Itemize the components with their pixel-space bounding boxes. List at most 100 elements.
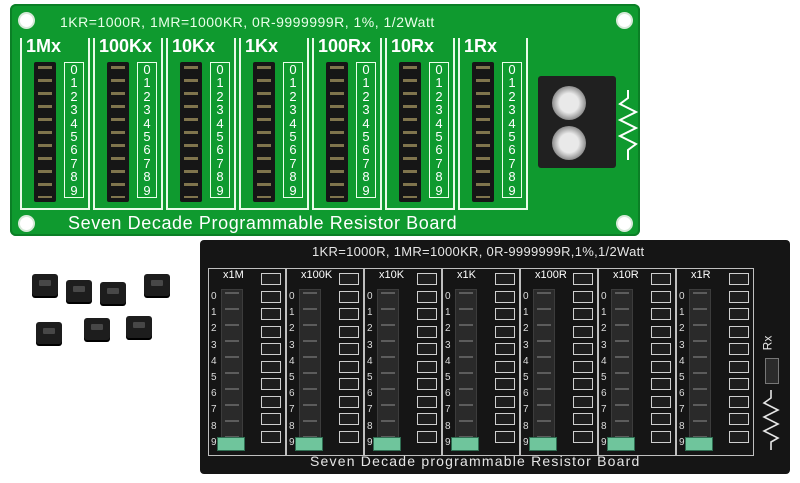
digit-label: 2 [523,323,529,335]
digit-label: 9 [289,436,295,448]
digit-label: 7 [216,155,224,171]
smd-resistor-icon [651,395,671,408]
pin-header-icon [689,289,711,441]
smd-resistor-icon [573,413,593,425]
digit-label: 4 [216,115,224,131]
black-decade-label: x1R [691,269,711,281]
digit-label: 9 [435,182,443,198]
smd-resistor-icon [339,308,359,320]
digit-label: 3 [143,102,151,118]
smd-resistor-icon [261,413,281,425]
digit-label: 4 [601,355,607,367]
green-decade-label: 10Kx [172,36,216,56]
digit-label: 0 [70,62,78,77]
smd-resistor-icon [495,273,515,285]
digit-label: 7 [445,404,451,416]
jumper-caps [26,268,182,368]
smd-resistor-icon [339,290,359,303]
digit-label: 2 [70,88,78,104]
green-decade-label: 100Kx [99,36,153,56]
green-resistor-board: 1KR=1000R, 1MR=1000KR, 0R-9999999R, 1%, … [10,4,640,236]
digit-label: 7 [362,155,370,171]
digit-label: 3 [445,339,451,351]
digit-label: 9 [289,182,297,198]
smd-resistor-icon [339,360,359,373]
digit-label: 3 [289,102,297,118]
green-decade-label: 10Rx [391,36,435,56]
mount-hole-icon [616,12,633,29]
smd-resistor-icon [573,360,593,373]
digit-label: 5 [211,372,217,384]
jumper-cap-icon [36,322,62,344]
digit-label: 8 [367,420,373,432]
mount-hole-icon [18,215,35,232]
digit-label: 4 [523,355,529,367]
smd-resistor-icon [651,413,671,425]
digit-label: 0 [435,62,443,77]
digit-label: 6 [679,388,685,400]
digit-label: 3 [70,102,78,118]
smd-resistor-icon [729,290,749,303]
digit-label: 0 [508,62,516,77]
digit-label: 1 [679,307,685,319]
digit-label: 8 [679,420,685,432]
black-board-spec: 1KR=1000R, 1MR=1000KR, 0R-9999999R,1%,1/… [312,244,645,259]
digit-label: 1 [508,75,516,91]
digit-label: 0 [216,62,224,77]
digit-label: 6 [362,142,370,158]
digit-label: 4 [435,115,443,131]
green-board-spec: 1KR=1000R, 1MR=1000KR, 0R-9999999R, 1%, … [60,14,435,30]
digit-label: 9 [362,182,370,198]
digit-label: 1 [435,75,443,91]
digit-label: 8 [508,169,516,185]
black-resistor-board: 1KR=1000R, 1MR=1000KR, 0R-9999999R,1%,1/… [200,240,790,474]
mount-hole-icon [616,215,633,232]
green-decade-label: 1Kx [245,36,279,56]
smd-resistor-icon [417,290,437,303]
digit-label: 8 [289,420,295,432]
smd-resistor-icon [651,360,671,373]
smd-resistor-icon [261,290,281,303]
rx-header-icon [765,358,779,384]
jumper-cap-icon [685,437,713,451]
digit-label: 9 [211,436,217,448]
smd-resistor-icon [573,290,593,303]
digit-label: 4 [143,115,151,131]
digit-label: 2 [435,88,443,104]
digit-label: 0 [367,291,373,302]
digit-label: 1 [362,75,370,91]
digit-label: 2 [508,88,516,104]
smd-resistor-icon [261,360,281,373]
smd-resistor-icon [417,360,437,373]
smd-resistor-icon [339,273,359,285]
digit-label: 8 [435,169,443,185]
smd-resistor-icon [339,343,359,355]
digit-label: 9 [601,436,607,448]
smd-resistor-icon [495,308,515,320]
smd-resistor-icon [261,343,281,355]
smd-resistor-icon [417,378,437,390]
smd-resistor-icon [651,325,671,338]
digit-label: 6 [289,142,297,158]
digit-label: 9 [445,436,451,448]
black-decade-label: x1M [223,269,244,281]
digit-label: 3 [679,339,685,351]
digit-label: 6 [367,388,373,400]
smd-resistor-icon [261,395,281,408]
smd-resistor-icon [495,360,515,373]
digit-label: 4 [289,115,297,131]
digit-label: 6 [508,142,516,158]
digit-label: 5 [289,372,295,384]
